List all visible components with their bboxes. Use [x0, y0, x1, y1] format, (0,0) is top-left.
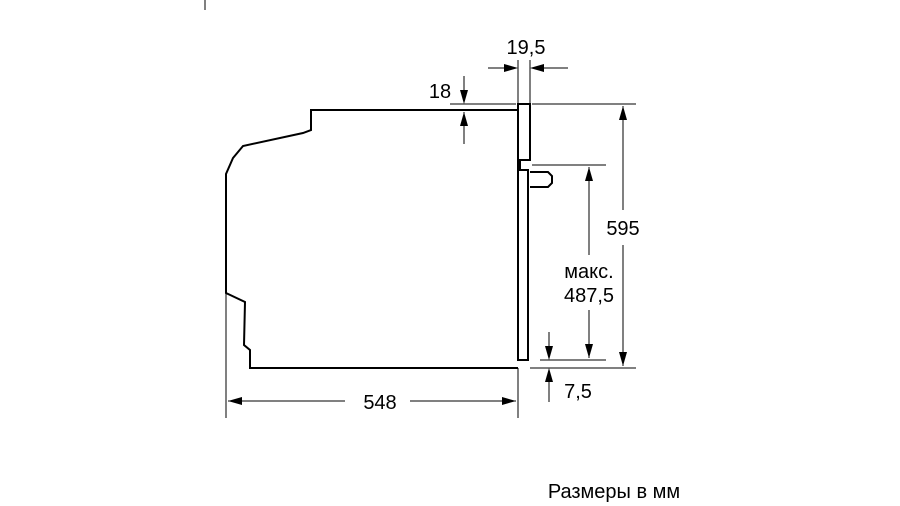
oven-front-panel	[517, 103, 531, 361]
depth-arrow-right	[502, 397, 516, 405]
niche-arrow-bottom	[585, 344, 593, 358]
front-thickness-arrow-left	[530, 64, 544, 72]
units-caption: Размеры в мм	[548, 481, 680, 503]
height-arrow-bottom	[619, 352, 627, 366]
depth-arrow-left	[228, 397, 242, 405]
bottom-offset-arrow-up	[545, 368, 553, 382]
bottom-offset-arrow-down	[545, 346, 553, 360]
oven-handle	[530, 171, 553, 188]
bottom-offset-label: 7,5	[564, 381, 592, 403]
niche-arrow-top	[585, 167, 593, 181]
oven-body-outline	[225, 109, 518, 369]
top-offset-arrow-down	[460, 90, 468, 104]
top-offset-arrow-up	[460, 112, 468, 126]
depth-label: 548	[363, 392, 396, 414]
height-arrow-top	[619, 106, 627, 120]
niche-max-label: макс.	[564, 261, 613, 283]
top-offset-label: 18	[429, 81, 451, 103]
front-thickness-arrow-right	[504, 64, 518, 72]
niche-height-label: 487,5	[564, 285, 614, 307]
height-label: 595	[606, 218, 639, 240]
front-thickness-label: 19,5	[507, 37, 546, 59]
